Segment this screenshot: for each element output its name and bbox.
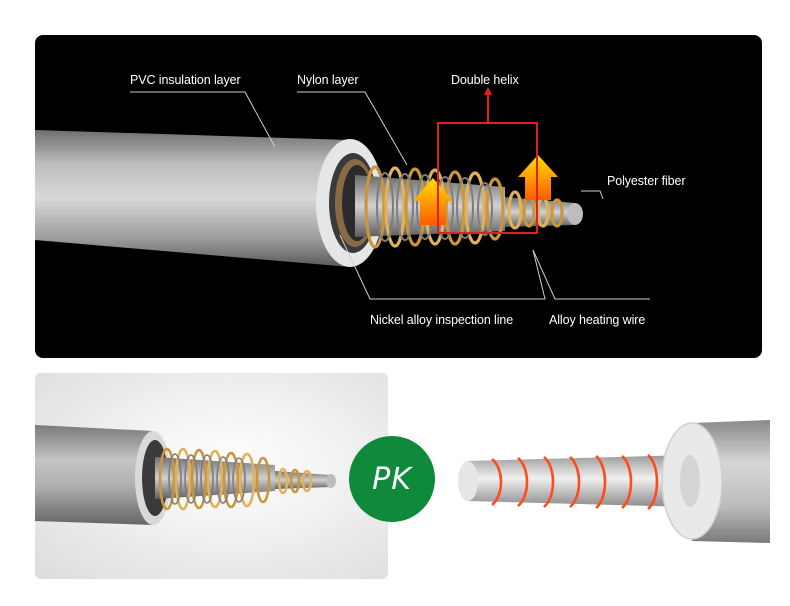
pvc-jacket bbox=[35, 130, 350, 267]
double-helix-arrowhead bbox=[484, 87, 492, 95]
label-double-helix: Double helix bbox=[451, 73, 519, 87]
single-wire-cable-photo bbox=[440, 373, 770, 579]
pk-text: PK bbox=[372, 461, 412, 497]
cable-structure-panel: PVC insulation layer Nylon layer Double … bbox=[35, 35, 762, 358]
label-nylon-layer: Nylon layer bbox=[297, 73, 359, 87]
label-nickel-alloy-inspection-line: Nickel alloy inspection line bbox=[370, 313, 514, 327]
left-cable-jacket bbox=[35, 425, 153, 525]
cable-cross-section-illustration bbox=[35, 87, 650, 300]
label-alloy-heating-wire: Alloy heating wire bbox=[549, 313, 646, 327]
double-helix-bracket bbox=[437, 93, 538, 234]
left-cable-coil bbox=[158, 447, 313, 511]
pk-badge: PK bbox=[349, 436, 435, 522]
double-helix-cable-photo bbox=[35, 373, 388, 579]
label-pvc-insulation-layer: PVC insulation layer bbox=[130, 73, 241, 87]
leader-lines bbox=[130, 91, 650, 300]
heat-arrow-left bbox=[413, 178, 453, 225]
label-polyester-fiber: Polyester fiber bbox=[607, 174, 686, 188]
polyester-core-end bbox=[567, 203, 583, 225]
